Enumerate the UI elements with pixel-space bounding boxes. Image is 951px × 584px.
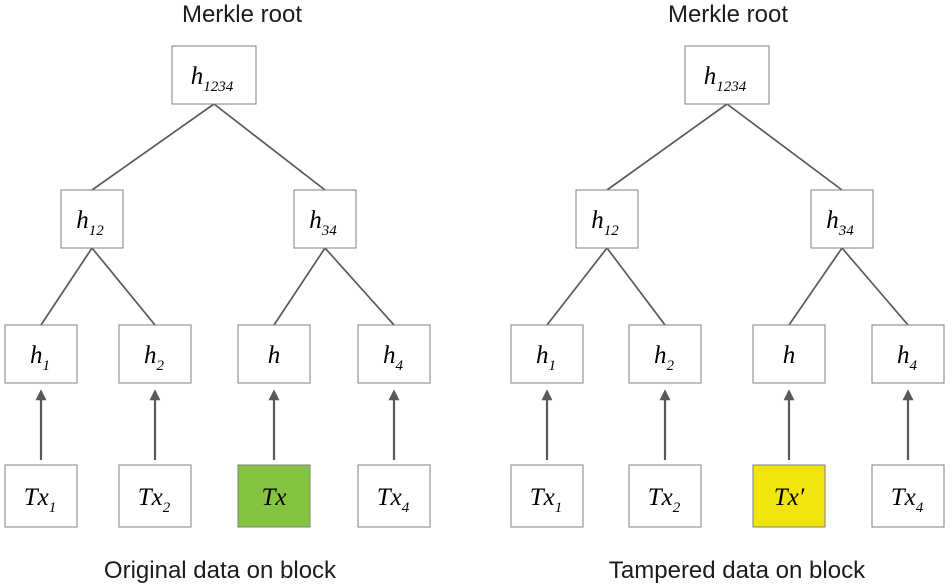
tx-box bbox=[510, 464, 584, 528]
edge-line bbox=[40, 247, 93, 326]
node-tx4: Tx4 bbox=[871, 464, 945, 528]
merkle-tree-tampered: Merkle root h1234 h12 h34 h1 bbox=[510, 1, 945, 584]
edge-line bbox=[788, 247, 843, 326]
node-tx-highlighted: Tx bbox=[237, 464, 311, 528]
tx-box-highlighted bbox=[752, 464, 826, 528]
edge-line bbox=[213, 103, 326, 191]
tx-label: Tx1 bbox=[24, 484, 57, 516]
node-box bbox=[357, 324, 431, 384]
merkle-tree-original: Merkle root h1234 h12 h34 h1 bbox=[4, 1, 431, 584]
node-h2: h2 bbox=[118, 324, 192, 384]
edge-line bbox=[324, 247, 395, 326]
node-tx4: Tx4 bbox=[357, 464, 431, 528]
tx-box bbox=[118, 464, 192, 528]
node-label: h1234 bbox=[704, 63, 747, 95]
tx-label: Tx2 bbox=[648, 484, 681, 516]
edge-line bbox=[606, 247, 666, 326]
node-tx1: Tx1 bbox=[510, 464, 584, 528]
edge-line bbox=[273, 247, 326, 326]
node-h12: h12 bbox=[60, 189, 124, 249]
node-label: h12 bbox=[76, 207, 104, 239]
node-box bbox=[171, 45, 257, 105]
tree-title: Merkle root bbox=[182, 1, 302, 28]
tx-box bbox=[871, 464, 945, 528]
node-label: h bbox=[783, 342, 796, 369]
node-label: h34 bbox=[309, 207, 337, 239]
tx-box-highlighted bbox=[237, 464, 311, 528]
node-tx-highlighted: Tx′ bbox=[752, 464, 826, 528]
node-label: h1 bbox=[536, 342, 556, 374]
node-box bbox=[510, 324, 584, 384]
node-label: h1234 bbox=[191, 63, 234, 95]
node-box bbox=[752, 324, 826, 384]
tree-caption: Original data on block bbox=[104, 557, 337, 584]
tree-title: Merkle root bbox=[668, 1, 788, 28]
node-h4: h4 bbox=[357, 324, 431, 384]
tx-label: Tx4 bbox=[891, 484, 924, 516]
node-tx2: Tx2 bbox=[628, 464, 702, 528]
node-box bbox=[4, 324, 78, 384]
node-label: h bbox=[268, 342, 281, 369]
node-box bbox=[871, 324, 945, 384]
edge-line bbox=[546, 247, 608, 326]
tx-label: Tx1 bbox=[530, 484, 563, 516]
node-h1234: h1234 bbox=[684, 45, 770, 105]
node-box bbox=[237, 324, 311, 384]
node-h4: h4 bbox=[871, 324, 945, 384]
tx-box bbox=[357, 464, 431, 528]
node-label: h4 bbox=[897, 342, 918, 374]
node-h1: h1 bbox=[510, 324, 584, 384]
tx-label: Tx2 bbox=[138, 484, 171, 516]
edge-line bbox=[91, 247, 156, 326]
edge-line bbox=[841, 247, 909, 326]
tx-label: Tx′ bbox=[774, 484, 805, 511]
tx-box bbox=[4, 464, 78, 528]
tx-label: Tx bbox=[262, 484, 287, 511]
node-h: h bbox=[752, 324, 826, 384]
node-h2: h2 bbox=[628, 324, 702, 384]
tx-box bbox=[628, 464, 702, 528]
node-box bbox=[628, 324, 702, 384]
node-tx1: Tx1 bbox=[4, 464, 78, 528]
node-box bbox=[810, 189, 874, 249]
node-h34: h34 bbox=[810, 189, 874, 249]
node-tx2: Tx2 bbox=[118, 464, 192, 528]
node-h12: h12 bbox=[575, 189, 639, 249]
node-h1234: h1234 bbox=[171, 45, 257, 105]
node-label: h1 bbox=[30, 342, 50, 374]
node-label: h2 bbox=[144, 342, 165, 374]
node-box bbox=[293, 189, 357, 249]
edge-line bbox=[726, 103, 843, 191]
edge-line bbox=[91, 103, 215, 191]
node-box bbox=[118, 324, 192, 384]
node-label: h2 bbox=[654, 342, 675, 374]
node-h34: h34 bbox=[293, 189, 357, 249]
edge-line bbox=[606, 103, 728, 191]
node-h1: h1 bbox=[4, 324, 78, 384]
node-label: h12 bbox=[591, 207, 619, 239]
node-box bbox=[684, 45, 770, 105]
node-box bbox=[60, 189, 124, 249]
node-h: h bbox=[237, 324, 311, 384]
node-box bbox=[575, 189, 639, 249]
tree-caption: Tampered data on block bbox=[609, 557, 866, 584]
node-label: h4 bbox=[383, 342, 404, 374]
node-label: h34 bbox=[826, 207, 854, 239]
tx-label: Tx4 bbox=[377, 484, 410, 516]
